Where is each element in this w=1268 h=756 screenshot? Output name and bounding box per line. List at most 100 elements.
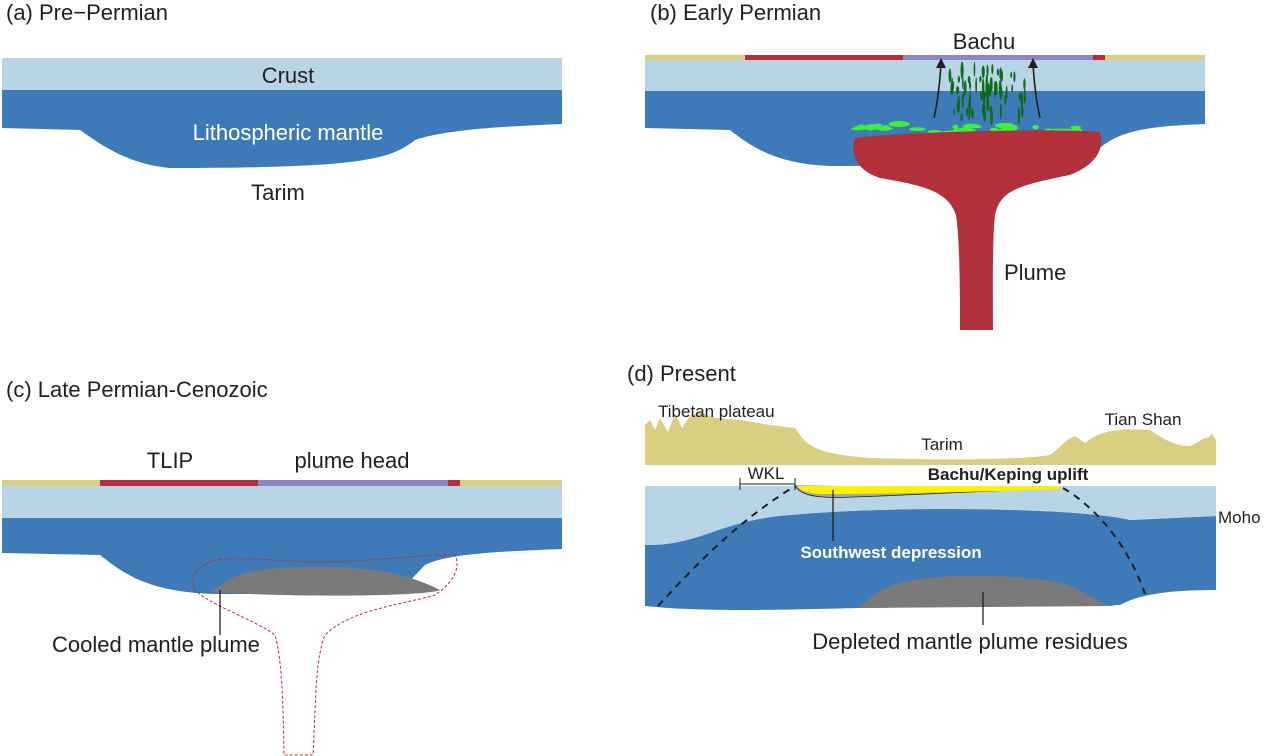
panel-a-title: (a) Pre−Permian	[6, 0, 168, 25]
panel-d-uplift-label: Bachu/Keping uplift	[928, 465, 1089, 484]
dike	[993, 81, 996, 99]
panel-d-topography	[645, 412, 1216, 465]
panel-b: (b) Early Permian Bachu Plume	[645, 0, 1205, 330]
dike	[1020, 104, 1024, 118]
panel-a-mantle-label: Lithospheric mantle	[193, 120, 384, 145]
panel-c-cooled-plume-label: Cooled mantle plume	[52, 632, 260, 657]
panel-b-plume-label: Plume	[1004, 260, 1066, 285]
dike	[962, 76, 964, 90]
dike	[1004, 94, 1007, 106]
dike	[986, 82, 990, 98]
panel-a-mantle	[2, 90, 562, 168]
panel-c-mantle	[2, 518, 562, 594]
dike	[971, 108, 974, 119]
panel-b-plume	[853, 130, 1102, 330]
dike	[983, 96, 986, 114]
sill	[909, 127, 926, 132]
dike	[981, 78, 985, 96]
dike	[986, 94, 990, 112]
dike	[983, 110, 987, 122]
dike	[960, 112, 963, 122]
dike	[956, 86, 960, 95]
dike	[950, 77, 954, 96]
dike	[980, 90, 983, 101]
sill	[963, 126, 970, 133]
panel-c-cooled-plume	[212, 566, 440, 596]
dike	[998, 79, 1002, 96]
panel-b-dikes	[948, 61, 1026, 126]
sill	[873, 123, 883, 128]
panel-c-tlip-surface	[100, 480, 258, 486]
panel-c-sediment-right	[460, 480, 562, 486]
dike	[1011, 84, 1014, 93]
dike	[975, 76, 977, 95]
panel-c-plume-head-label: plume head	[295, 448, 410, 473]
panel-d-mantle	[645, 508, 1216, 610]
panel-d: (d) Present Tibetan plateau Tarim Tian S…	[627, 361, 1261, 654]
panel-b-volcanic-red	[745, 55, 903, 60]
dike	[986, 64, 989, 77]
dike	[948, 68, 952, 83]
panel-d-tarim-label: Tarim	[921, 435, 963, 454]
panel-c-plume-head-surface	[258, 480, 448, 486]
dike	[965, 107, 969, 117]
panel-d-tianshan-label: Tian Shan	[1105, 410, 1182, 429]
dike	[962, 91, 966, 98]
panel-d-sw-depression-label: Southwest depression	[800, 543, 981, 562]
dike	[963, 80, 967, 96]
panel-a-crust	[2, 58, 562, 90]
dike	[990, 109, 993, 126]
panel-b-plume-head-surface	[903, 55, 1093, 60]
sill	[1001, 125, 1016, 132]
panel-d-title: (d) Present	[627, 361, 736, 386]
panel-a-tarim-label: Tarim	[251, 180, 305, 205]
panel-c-crust	[2, 486, 562, 518]
panel-d-fault-left	[657, 485, 796, 607]
dike	[996, 68, 1000, 76]
dike	[1010, 71, 1013, 78]
panel-b-title: (b) Early Permian	[650, 0, 821, 25]
dike	[957, 75, 961, 83]
panel-c-volcanic-red-right	[448, 480, 460, 486]
sill	[1032, 124, 1039, 130]
dike	[973, 61, 976, 77]
panel-a: (a) Pre−Permian Crust Lithospheric mantl…	[2, 0, 562, 205]
panel-d-tibet-label: Tibetan plateau	[658, 402, 775, 421]
panel-c-title: (c) Late Permian-Cenozoic	[6, 377, 268, 402]
sill	[857, 124, 866, 129]
dike	[1017, 106, 1021, 125]
dike	[960, 66, 963, 73]
dike	[961, 93, 964, 109]
panel-b-bachu-label: Bachu	[953, 29, 1015, 54]
dike	[1005, 85, 1008, 100]
panel-d-moho-label: Moho	[1218, 508, 1261, 527]
panel-b-crust	[645, 60, 1205, 91]
panel-c-sediment-left	[2, 480, 100, 486]
panel-b-sediment-right	[1105, 55, 1205, 60]
panel-c: (c) Late Permian-Cenozoic TLIP plume hea…	[2, 377, 562, 756]
panel-c-tlip-label: TLIP	[147, 448, 193, 473]
dike	[967, 76, 971, 84]
panel-d-uplift-yellow	[797, 486, 1060, 494]
dike	[982, 92, 987, 100]
sill	[888, 121, 910, 128]
panel-d-depleted-residues	[858, 575, 1115, 608]
dike	[999, 103, 1002, 120]
panel-c-former-plume-outline	[192, 554, 458, 756]
dike	[1023, 93, 1026, 104]
dike	[989, 77, 993, 87]
panel-a-crust-label: Crust	[262, 63, 315, 88]
dike	[1023, 78, 1026, 91]
dike	[1020, 91, 1024, 107]
dike	[985, 74, 988, 87]
panel-d-residues-label: Depleted mantle plume residues	[812, 629, 1128, 654]
sill	[873, 126, 894, 131]
panel-b-sediment-left	[645, 55, 745, 60]
panel-d-fault-right	[1062, 487, 1146, 595]
dike	[969, 90, 972, 105]
dike	[953, 108, 956, 116]
panel-b-flow-arrow-left	[933, 63, 942, 119]
dike	[981, 65, 985, 79]
panel-b-flow-arrow-right	[1032, 63, 1041, 119]
